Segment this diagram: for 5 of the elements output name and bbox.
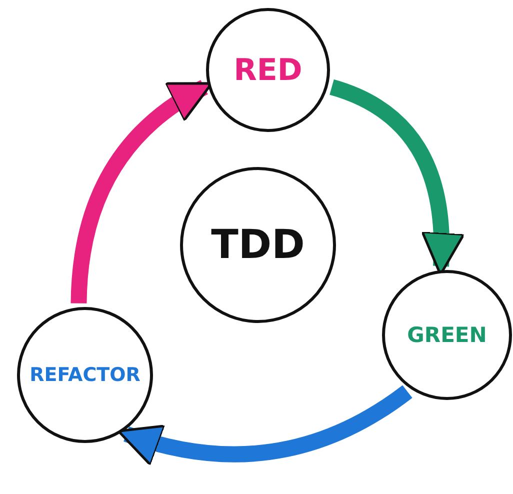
stage-label: TDD: [211, 222, 305, 268]
stage-label: REFACTOR: [30, 364, 140, 386]
stage-label: RED: [234, 52, 302, 88]
curved-arrow: [117, 385, 412, 466]
stage-label: GREEN: [407, 323, 487, 347]
